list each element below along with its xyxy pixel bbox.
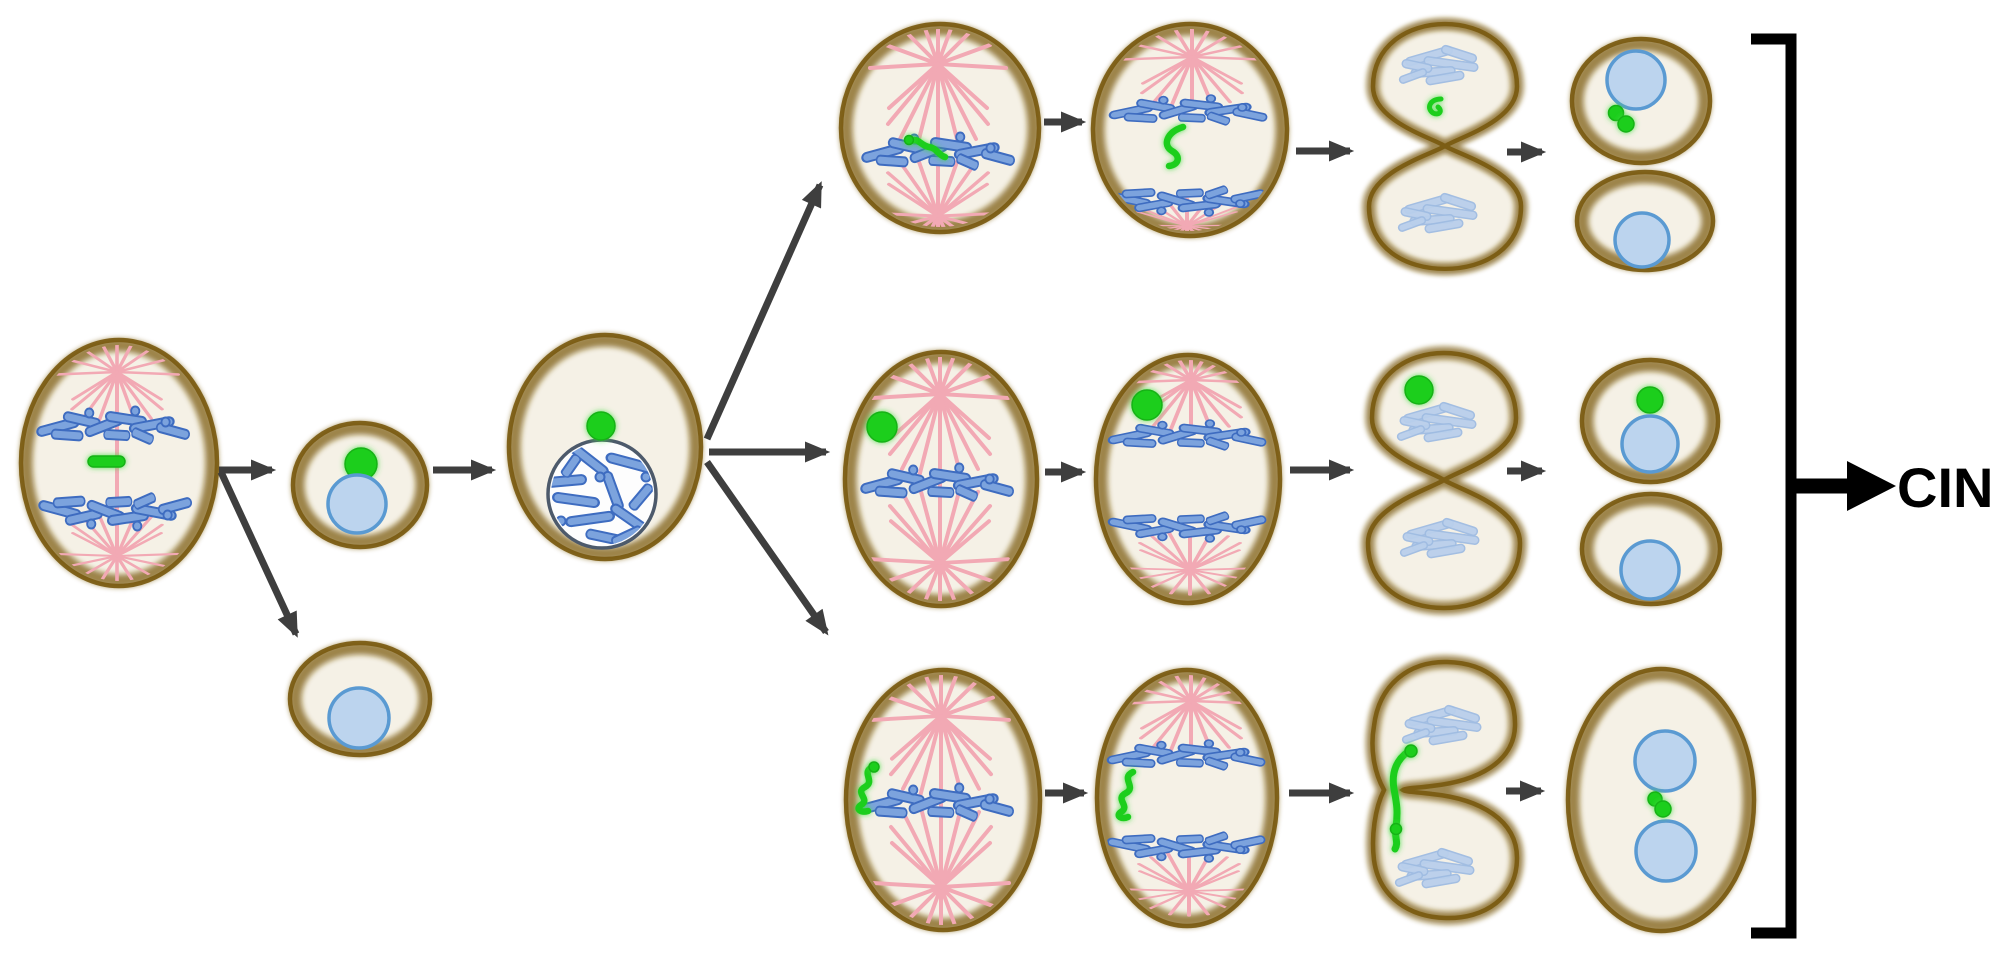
arrow-branch-bottom xyxy=(704,459,829,636)
cin-label: CIN xyxy=(1897,456,1993,519)
daughter-top-with-micronucleus xyxy=(1569,36,1713,166)
micronucleus-icon xyxy=(1404,375,1434,405)
nucleus xyxy=(326,473,388,535)
daughter-cells-new-micronucleus xyxy=(1569,36,1716,273)
daughter-cells-persistent-micronucleus xyxy=(1579,357,1723,607)
micronucleus-icon xyxy=(866,411,898,443)
metaphase-cell-intact-micronucleus xyxy=(842,349,1040,609)
micronucleus-icon xyxy=(1636,386,1664,414)
green-chromosome-end xyxy=(868,761,880,773)
daughter-cell-with-micronucleus xyxy=(290,420,430,550)
micronucleus-icon xyxy=(1654,800,1672,818)
micronucleus-icon xyxy=(1131,389,1163,421)
micronucleus-icon xyxy=(1617,115,1635,133)
micronucleus-icon xyxy=(586,411,616,441)
arrow-branch-top xyxy=(703,181,824,441)
arrow-to-normal-daughter xyxy=(217,470,300,638)
chromosome-trapped-in-furrow xyxy=(1389,747,1413,853)
micronucleus-icon xyxy=(1607,104,1625,122)
cytokinesis-cell-chromosome-fragment xyxy=(1369,24,1521,269)
trapped-chromosome-end xyxy=(1404,744,1418,758)
nucleus-bottom xyxy=(1634,819,1698,883)
green-chromosome-end xyxy=(903,134,915,146)
cytokinesis-cell-intact-micronucleus xyxy=(1368,353,1520,608)
nucleus xyxy=(1613,211,1671,269)
trapped-chromosome-end xyxy=(1389,822,1403,836)
outcome-bracket xyxy=(1751,33,1797,939)
anaphase-cell-broken-chromosome-fragment xyxy=(1090,21,1290,239)
daughter-cell-without-micronucleus xyxy=(287,640,433,758)
cin-arrow-head xyxy=(1847,461,1896,511)
cytokinesis-cell-trapped-chromosome xyxy=(1365,655,1524,925)
nucleus xyxy=(1619,539,1681,601)
daughter-bottom-normal xyxy=(1574,169,1716,273)
anaphase-cell-with-lagging-chromosome xyxy=(18,337,220,589)
uncoiled-green-chromosome xyxy=(855,763,877,815)
lagging-chromosome-icon xyxy=(87,455,126,468)
uncoiled-green-chromosome xyxy=(1115,768,1137,822)
chromosome-fragment xyxy=(1427,96,1444,117)
interphase-cell-micronucleus-beside-nucleus xyxy=(506,332,704,562)
nucleus xyxy=(1620,414,1680,474)
daughter-bottom-normal xyxy=(1579,491,1723,607)
nucleus xyxy=(1605,49,1667,111)
daughter-top-with-micronucleus xyxy=(1579,357,1721,485)
broken-chromosome-fragment xyxy=(1163,123,1187,170)
metaphase-cell-reincorporated-chromosome xyxy=(838,21,1042,235)
green-chromosome-in-plate xyxy=(907,136,949,161)
nucleus-top xyxy=(1633,729,1697,793)
nucleus xyxy=(327,686,391,750)
anaphase-cell-intact-micronucleus xyxy=(1093,352,1283,606)
anaphase-cell-chromatin-bridge xyxy=(1094,667,1280,929)
metaphase-cell-bridged-chromosome xyxy=(843,667,1043,933)
binucleated-cell-with-micronucleus xyxy=(1565,666,1757,934)
